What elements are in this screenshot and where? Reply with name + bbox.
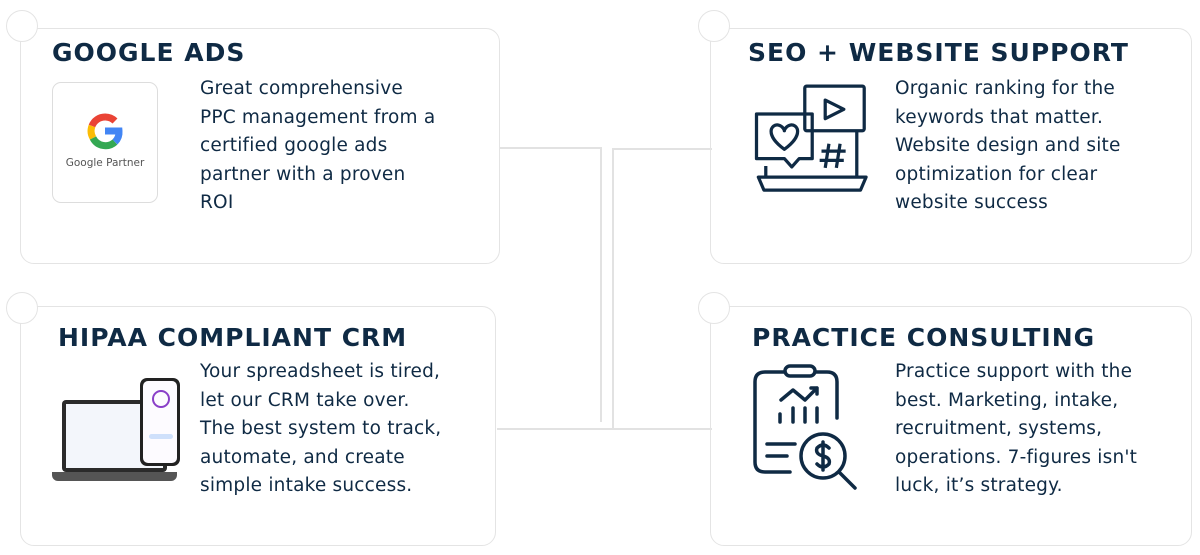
card-body: Practice support with the best. Marketin… (895, 361, 1138, 496)
laptop-social-icon (754, 84, 868, 192)
card-title: SEO + WEBSITE SUPPORT (748, 38, 1129, 67)
card-body: Great comprehensive PPC management from … (200, 78, 436, 213)
clipboard-chart-dollar-icon (753, 364, 857, 490)
card-title: GOOGLE ADS (52, 38, 246, 67)
connector-line (612, 148, 712, 150)
card-body: Your spreadsheet is tired, let our CRM t… (200, 361, 442, 496)
connector-line (612, 148, 614, 428)
card-title: HIPAA COMPLIANT CRM (58, 323, 408, 352)
connector-line (600, 147, 602, 422)
badge-label: Google Partner (65, 157, 145, 169)
google-partner-badge: Google Partner (52, 82, 158, 203)
card-body: Organic ranking for the keywords that ma… (895, 78, 1121, 213)
connector-line (500, 147, 600, 149)
laptop-phone-crm-image (52, 370, 187, 490)
google-g-icon (87, 113, 123, 150)
card-title: PRACTICE CONSULTING (752, 323, 1096, 352)
connector-line (497, 428, 712, 430)
